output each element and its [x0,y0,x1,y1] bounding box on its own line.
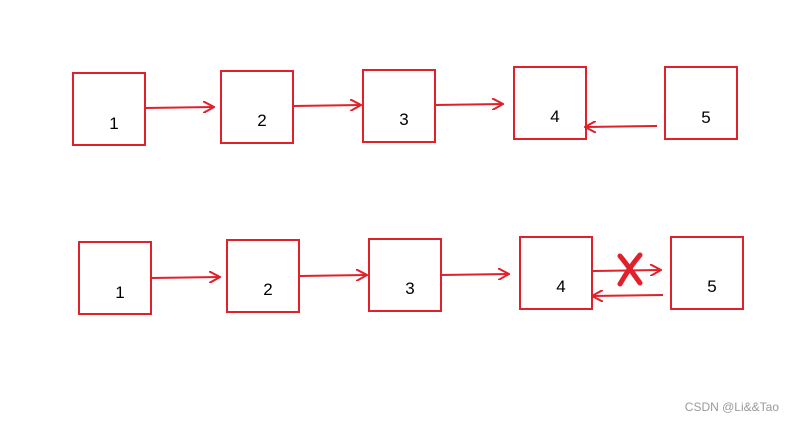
bottom-node-2-label: 2 [263,280,272,299]
top-edge-2-3 [292,105,361,106]
bottom-node-3-label: 3 [405,279,414,298]
top-node-2-label: 2 [257,111,266,130]
top-edge-5-4 [585,126,658,127]
top-node-1-label: 1 [109,114,118,133]
bottom-node-4: 4 [519,236,593,310]
top-node-2: 2 [220,70,294,144]
top-node-4-label: 4 [550,107,559,126]
bottom-node-4-label: 4 [556,277,565,296]
bottom-node-5-label: 5 [707,277,716,296]
bottom-edge-5-4 [592,295,664,296]
watermark-text: CSDN @Li&&Tao [684,400,779,414]
top-node-3-label: 3 [399,110,408,129]
bottom-edge-2-3 [298,275,367,276]
bottom-node-1-label: 1 [115,283,124,302]
top-node-3: 3 [362,69,436,143]
top-edge-1-2 [144,107,214,108]
bottom-edge-3-4 [440,274,509,275]
x-mark-icon [617,252,643,287]
top-node-5: 5 [664,66,738,140]
top-edge-3-4 [434,104,503,105]
bottom-node-1: 1 [78,241,152,315]
top-node-1: 1 [72,72,146,146]
bottom-node-2: 2 [226,239,300,313]
top-node-4: 4 [513,66,587,140]
bottom-edge-1-2 [150,277,220,278]
bottom-node-3: 3 [368,238,442,312]
bottom-node-5: 5 [670,236,744,310]
top-node-5-label: 5 [701,108,710,127]
